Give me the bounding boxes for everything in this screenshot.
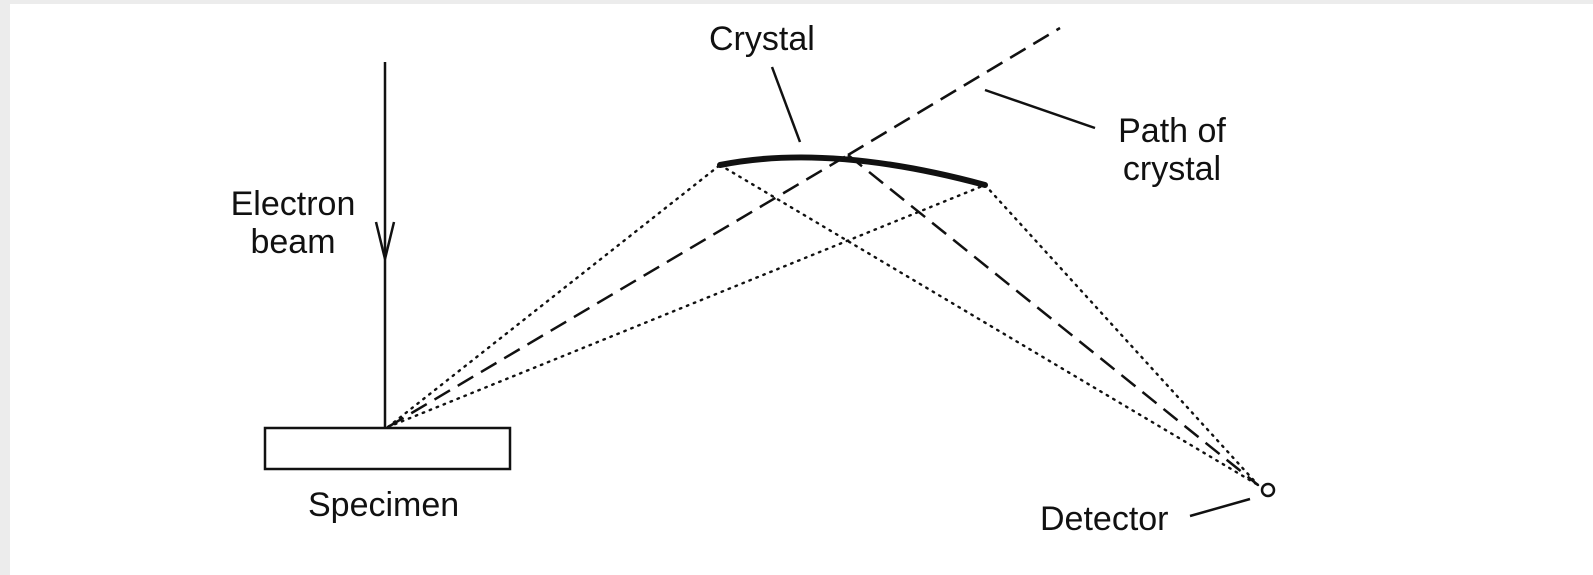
detector-leader-line — [1189, 497, 1251, 518]
central-ray-to-detector — [847, 154, 1259, 486]
path-of-crystal-line — [847, 26, 1061, 157]
central-ray-to-crystal — [387, 153, 849, 429]
dotted-ray-specimen-right — [386, 183, 987, 429]
specimen-label: Specimen — [308, 486, 460, 524]
specimen-block — [263, 426, 512, 471]
dotted-ray-right-to-detector — [983, 183, 1260, 487]
path-of-crystal-label-line1: Path of — [1118, 112, 1226, 150]
detector-icon — [1260, 482, 1276, 498]
crystal-leader-line — [770, 66, 802, 143]
path-of-crystal-label-line2: crystal — [1122, 150, 1222, 188]
electron-beam-label-line1: Electron — [230, 185, 356, 223]
detector-label: Detector — [1040, 500, 1169, 538]
electron-beam-label: Electron beam — [218, 185, 368, 261]
electron-beam-label-line2: beam — [250, 223, 336, 261]
path-of-crystal-label: Path of crystal — [1097, 112, 1247, 188]
diagram-canvas — [10, 4, 1593, 575]
electron-beam-arrowhead — [374, 221, 396, 260]
curved-crystal — [717, 154, 988, 188]
dotted-ray-specimen-left — [386, 163, 722, 429]
crystal-label: Crystal — [709, 20, 815, 58]
path-of-crystal-leader-line — [984, 88, 1096, 130]
dotted-ray-left-to-detector — [718, 163, 1260, 487]
